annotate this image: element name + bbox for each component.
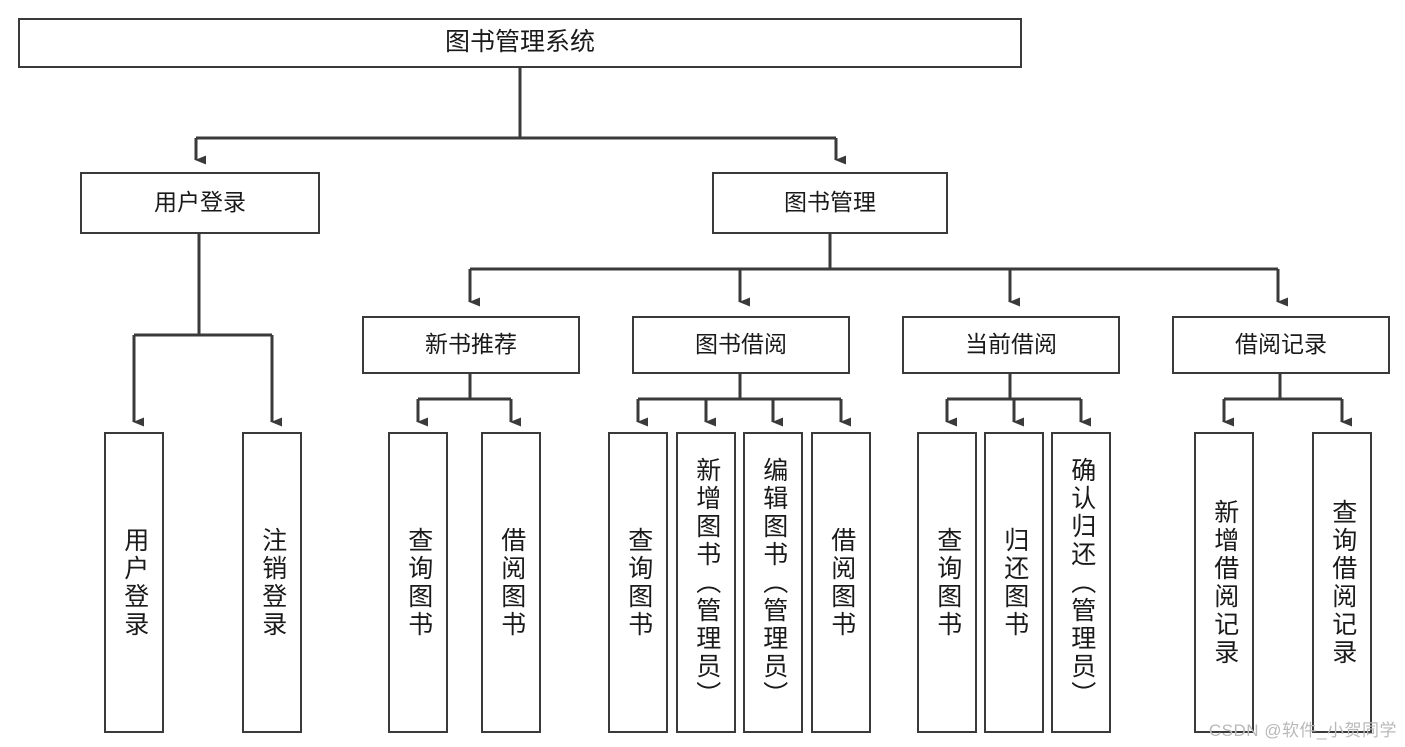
node-borrow-record[interactable]: 借阅记录 [1172, 316, 1390, 374]
node-root-system[interactable]: 图书管理系统 [18, 18, 1022, 68]
node-new-book-recommend-label: 新书推荐 [425, 331, 517, 358]
leaf-add-borrow-record[interactable]: 新增借阅记录 [1194, 432, 1254, 733]
leaf-query-borrow-record-label: 查询借阅记录 [1328, 498, 1357, 667]
node-user-login-label: 用户登录 [154, 189, 246, 216]
leaf-confirm-return-admin[interactable]: 确认归还（管理员） [1051, 432, 1111, 733]
leaf-borrow-book-borrow[interactable]: 借阅图书 [811, 432, 871, 733]
leaf-logout-login-label: 注销登录 [258, 526, 287, 639]
leaf-return-book[interactable]: 归还图书 [984, 432, 1044, 733]
leaf-confirm-return-admin-label: 确认归还（管理员） [1067, 456, 1096, 709]
leaf-user-login-label: 用户登录 [120, 526, 149, 639]
leaf-add-borrow-record-label: 新增借阅记录 [1210, 498, 1239, 667]
node-new-book-recommend[interactable]: 新书推荐 [362, 316, 580, 374]
leaf-query-book-recommend-label: 查询图书 [404, 526, 433, 639]
leaf-query-book-current[interactable]: 查询图书 [917, 432, 977, 733]
leaf-edit-book-admin[interactable]: 编辑图书（管理员） [743, 432, 803, 733]
leaf-logout-login[interactable]: 注销登录 [242, 432, 302, 733]
leaf-edit-book-admin-label: 编辑图书（管理员） [759, 456, 788, 709]
node-current-borrow-label: 当前借阅 [965, 331, 1057, 358]
node-book-borrow[interactable]: 图书借阅 [632, 316, 850, 374]
node-current-borrow[interactable]: 当前借阅 [902, 316, 1120, 374]
leaf-borrow-book-borrow-label: 借阅图书 [827, 526, 856, 639]
node-book-manage-label: 图书管理 [784, 189, 876, 216]
leaf-return-book-label: 归还图书 [1000, 526, 1029, 639]
node-borrow-record-label: 借阅记录 [1235, 331, 1327, 358]
node-book-borrow-label: 图书借阅 [695, 331, 787, 358]
leaf-query-book-borrow[interactable]: 查询图书 [608, 432, 668, 733]
leaf-query-book-borrow-label: 查询图书 [624, 526, 653, 639]
leaf-add-book-admin-label: 新增图书（管理员） [692, 456, 721, 709]
leaf-user-login[interactable]: 用户登录 [104, 432, 164, 733]
leaf-query-book-current-label: 查询图书 [933, 526, 962, 639]
leaf-borrow-book-recommend-label: 借阅图书 [497, 526, 526, 639]
leaf-add-book-admin[interactable]: 新增图书（管理员） [676, 432, 736, 733]
leaf-query-book-recommend[interactable]: 查询图书 [388, 432, 448, 733]
leaf-borrow-book-recommend[interactable]: 借阅图书 [481, 432, 541, 733]
node-root-label: 图书管理系统 [444, 28, 595, 57]
leaf-query-borrow-record[interactable]: 查询借阅记录 [1312, 432, 1372, 733]
node-user-login[interactable]: 用户登录 [80, 172, 320, 234]
node-book-manage[interactable]: 图书管理 [712, 172, 948, 234]
